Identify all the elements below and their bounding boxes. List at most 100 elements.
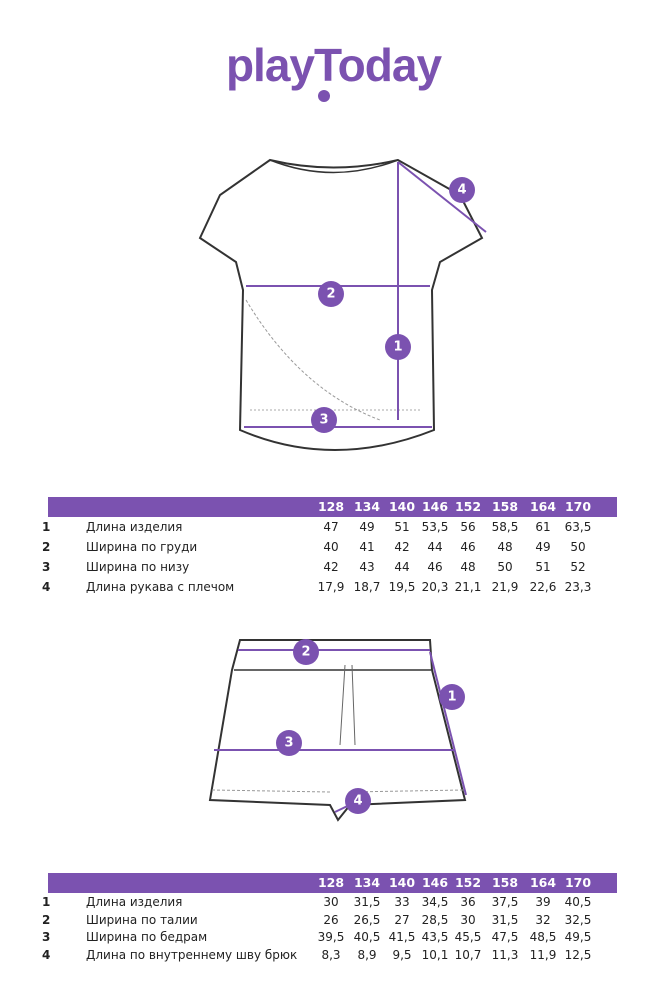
size-value: 30	[323, 895, 339, 909]
size-value: 22,6	[529, 580, 557, 594]
size-value: 8,3	[321, 947, 341, 962]
measurement-label: Ширина по талии	[86, 912, 198, 927]
size-value: 30	[460, 912, 476, 927]
size-value: 18,7	[353, 580, 381, 594]
measurement-label: Длина изделия	[86, 895, 183, 909]
measurement-label: Длина рукава с плечом	[86, 580, 235, 594]
measure-marker-4: 4	[449, 177, 475, 203]
size-value: 19,5	[388, 580, 416, 594]
size-value: 58,5	[491, 520, 519, 534]
size-value: 41	[359, 540, 375, 554]
shorts-sketch: 1 2 3 4	[208, 639, 467, 822]
row-number: 4	[42, 580, 51, 594]
size-value: 20,3	[421, 580, 449, 594]
size-value: 34,5	[421, 895, 449, 909]
size-value: 45,5	[454, 930, 482, 944]
size-value: 56	[460, 520, 476, 534]
size-value: 46	[460, 540, 476, 554]
measurement-label: Длина по внутреннему шву брюк	[86, 947, 298, 962]
size-value: 27	[394, 912, 410, 927]
size-value: 32,5	[564, 912, 592, 927]
measure-marker-4: 4	[345, 788, 371, 814]
measurement-label: Ширина по бедрам	[86, 930, 208, 944]
brand-logo: playToday	[225, 39, 442, 91]
row-number: 3	[42, 560, 51, 574]
size-value: 63,5	[564, 520, 592, 534]
size-value: 46	[427, 560, 443, 574]
size-value: 11,9	[529, 947, 557, 962]
size-value: 49	[535, 540, 551, 554]
size-value: 33	[394, 895, 410, 909]
size-value: 41,5	[388, 930, 416, 944]
size-value: 21,1	[454, 580, 482, 594]
svg-text:1: 1	[447, 690, 456, 705]
measure-marker-3: 3	[276, 730, 302, 756]
row-number: 3	[42, 930, 51, 944]
svg-text:3: 3	[284, 736, 293, 751]
size-value: 26	[323, 912, 339, 927]
size-value: 51	[535, 560, 551, 574]
measure-marker-1: 1	[439, 684, 465, 710]
size-value: 43	[359, 560, 375, 574]
size-value: 53,5	[421, 520, 449, 534]
measure-marker-3: 3	[311, 407, 337, 433]
size-value: 48,5	[529, 930, 557, 944]
measure-marker-2: 2	[318, 281, 344, 307]
size-value: 50	[570, 540, 586, 554]
size-value: 23,3	[564, 580, 592, 594]
svg-text:1: 1	[393, 340, 402, 355]
size-value: 31,5	[491, 912, 519, 927]
svg-text:4: 4	[353, 794, 362, 809]
size-value: 43,5	[421, 930, 449, 944]
size-value: 21,9	[491, 580, 519, 594]
size-value: 42	[323, 560, 339, 574]
logo-dot	[318, 90, 330, 102]
size-value: 40,5	[353, 930, 381, 944]
row-number: 1	[42, 520, 51, 534]
size-value: 8,9	[357, 947, 377, 962]
row-number: 1	[42, 895, 51, 909]
size-value: 49	[359, 520, 375, 534]
size-value: 48	[460, 560, 476, 574]
measurement-label: Длина изделия	[86, 520, 183, 534]
size-value: 11,3	[491, 947, 519, 962]
size-value: 31,5	[353, 895, 381, 909]
size-value: 39,5	[317, 930, 345, 944]
size-value: 47	[323, 520, 339, 534]
measure-marker-1: 1	[385, 334, 411, 360]
svg-text:2: 2	[326, 287, 335, 302]
row-number: 4	[42, 947, 51, 962]
svg-text:4: 4	[457, 183, 466, 198]
size-value: 40,5	[564, 895, 592, 909]
size-value: 39	[535, 895, 551, 909]
size-value: 44	[427, 540, 443, 554]
size-value: 26,5	[353, 912, 381, 927]
size-value: 10,1	[421, 947, 449, 962]
svg-text:2: 2	[301, 645, 310, 660]
tshirt-sketch: 1 2 3 4	[198, 158, 487, 451]
size-value: 28,5	[421, 912, 449, 927]
measure-marker-2: 2	[293, 639, 319, 665]
svg-text:3: 3	[319, 413, 328, 428]
measurement-label: Ширина по груди	[86, 540, 198, 554]
size-value: 61	[535, 520, 551, 534]
size-value: 37,5	[491, 895, 519, 909]
size-value: 9,5	[392, 947, 412, 962]
size-value: 17,9	[317, 580, 345, 594]
size-value: 52	[570, 560, 586, 574]
size-value: 48	[497, 540, 513, 554]
row-number: 2	[42, 912, 51, 927]
size-value: 12,5	[564, 947, 592, 962]
size-value: 36	[460, 895, 476, 909]
size-value: 42	[394, 540, 410, 554]
measurement-label: Ширина по низу	[86, 560, 190, 574]
size-value: 32	[535, 912, 551, 927]
size-value: 47,5	[491, 930, 519, 944]
size-value: 49,5	[564, 930, 592, 944]
size-value: 50	[497, 560, 513, 574]
